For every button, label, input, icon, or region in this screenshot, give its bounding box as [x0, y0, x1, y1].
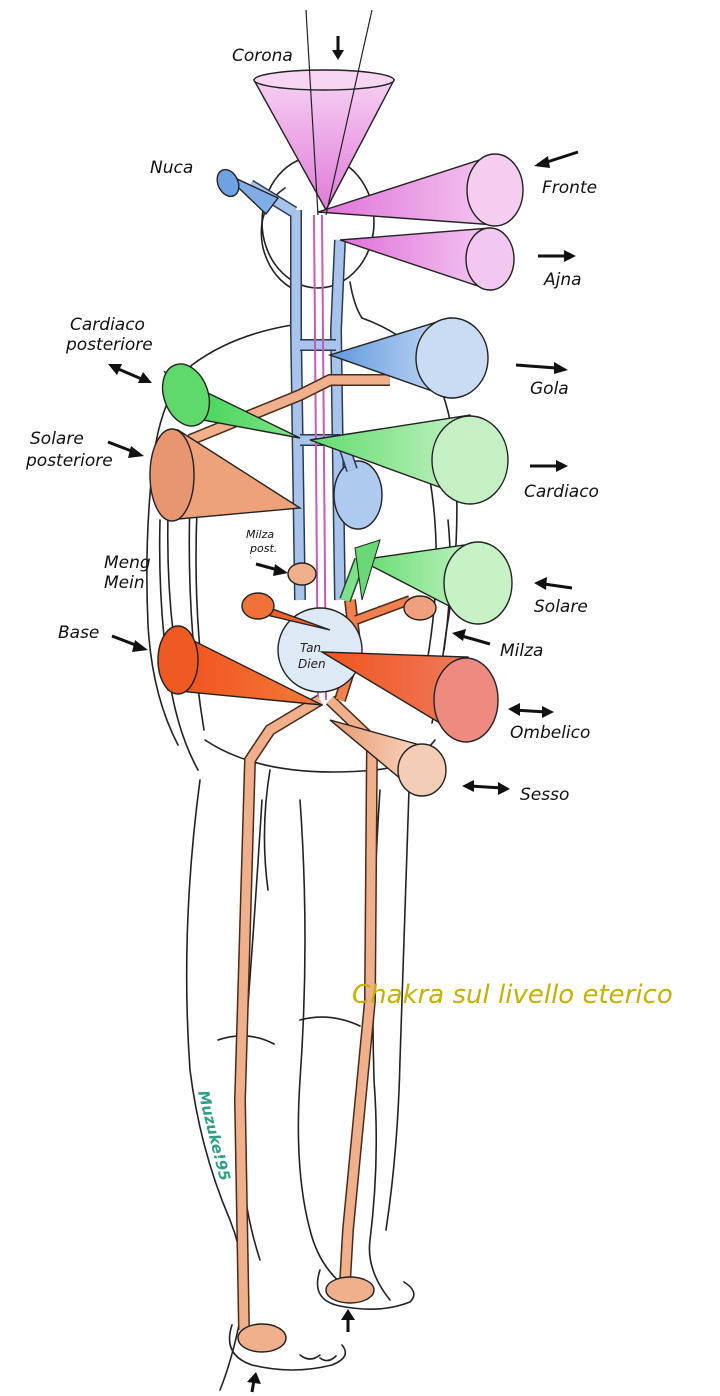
label-sesso: Sesso — [520, 785, 569, 805]
label-ombelico: Ombelico — [510, 723, 590, 743]
foot-disc-left — [238, 1324, 286, 1352]
corona-cone — [254, 80, 394, 210]
label-solare-posteriore-1: Solare — [30, 429, 84, 449]
label-milza-post-2: post. — [249, 542, 277, 555]
label-tan-dien-2: Dien — [298, 657, 326, 671]
label-cardiaco: Cardiaco — [524, 482, 599, 502]
ombelico-arrow — [508, 703, 554, 718]
artist-signature: Muzuke!95 — [194, 1089, 234, 1183]
label-base: Base — [58, 623, 99, 643]
cardiaco-posteriore-arrow — [108, 364, 152, 383]
sesso-arrow — [462, 780, 510, 795]
label-solare-posteriore-2: posteriore — [25, 451, 113, 471]
gola-arrow — [516, 362, 568, 374]
label-cardiaco-posteriore-1: Cardiaco — [70, 315, 145, 335]
label-cardiaco-posteriore-2: posteriore — [65, 335, 153, 355]
label-corona: Corona — [232, 46, 293, 66]
milza-post-bulb — [288, 563, 316, 585]
foot-disc-right — [326, 1277, 374, 1303]
milza-arrow — [452, 629, 490, 644]
label-meng-mein-2: Mein — [104, 573, 145, 593]
base-arrow — [112, 636, 148, 652]
foot-arrow-left — [247, 1372, 261, 1392]
corona-arrow — [332, 36, 344, 60]
label-nuca: Nuca — [150, 158, 193, 178]
diagram-caption: Chakra sul livello eterico — [352, 980, 673, 1010]
label-milza-post-1: Milza — [246, 528, 274, 541]
solare-posteriore-arrow — [108, 442, 144, 458]
label-ajna: Ajna — [543, 270, 582, 290]
ajna-arrow — [538, 250, 576, 262]
milza-bulb — [404, 596, 436, 620]
foot-arrow-right — [341, 1309, 355, 1332]
fronte-arrow — [534, 152, 578, 168]
milza-post-arrow — [256, 564, 288, 576]
cardiaco-arrow — [530, 460, 568, 472]
label-solare: Solare — [534, 597, 588, 617]
gola-bulb — [334, 461, 382, 529]
label-gola: Gola — [530, 379, 569, 399]
label-meng-mein-1: Meng — [104, 553, 151, 573]
label-fronte: Fronte — [542, 178, 597, 198]
corona-cone-mouth — [254, 70, 394, 90]
label-milza: Milza — [500, 641, 543, 661]
label-tan-dien-1: Tan — [300, 641, 321, 655]
solare-arrow — [534, 577, 572, 590]
